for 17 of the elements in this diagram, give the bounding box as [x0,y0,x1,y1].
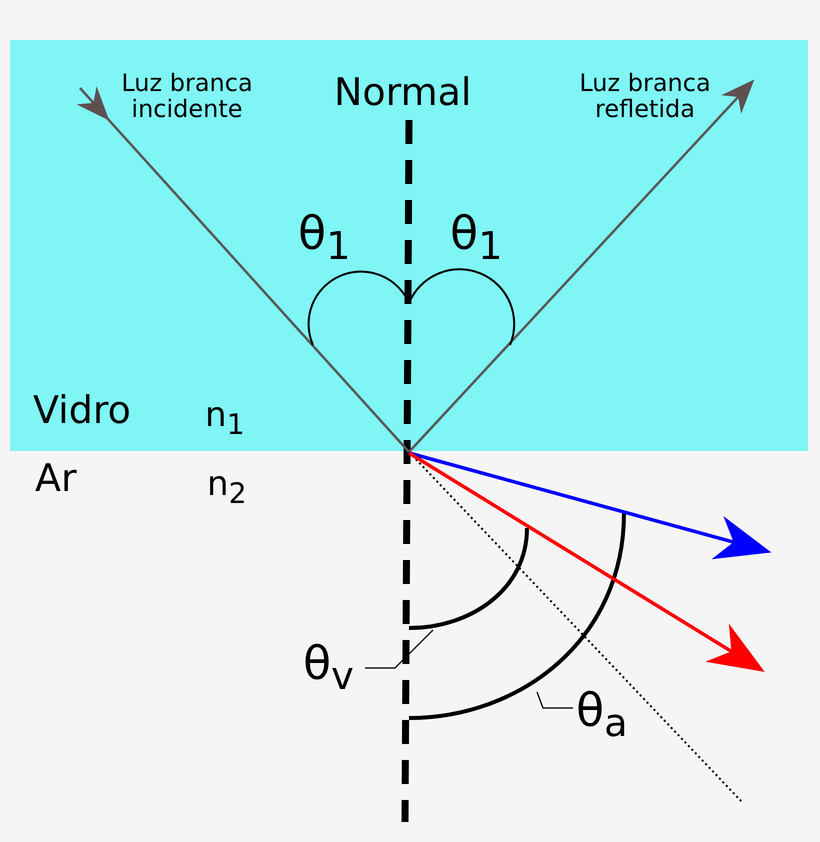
refractive-index-label: n$_{1}$ [205,397,245,440]
light-ray [408,451,772,560]
angle-label: θ$_{v}$ [303,638,354,698]
angle-label: θ$_{a}$ [576,685,628,746]
angle-arc [408,528,529,630]
ray-label: Luz branca incidente [120,70,254,123]
angle-label: θ$_{1}$ [450,208,503,268]
refractive-index-label: n$_{2}$ [207,466,247,509]
axis-label: Normal [334,72,472,114]
medium-label: Ar [35,458,77,500]
medium-label: Vidro [33,390,131,432]
angle-label: θ$_{1}$ [298,208,351,268]
ray-label: Luz branca refletida [578,70,712,123]
glass-region [10,40,808,451]
leader-line [536,692,573,709]
leader-line [365,630,434,669]
light-ray [408,452,765,672]
